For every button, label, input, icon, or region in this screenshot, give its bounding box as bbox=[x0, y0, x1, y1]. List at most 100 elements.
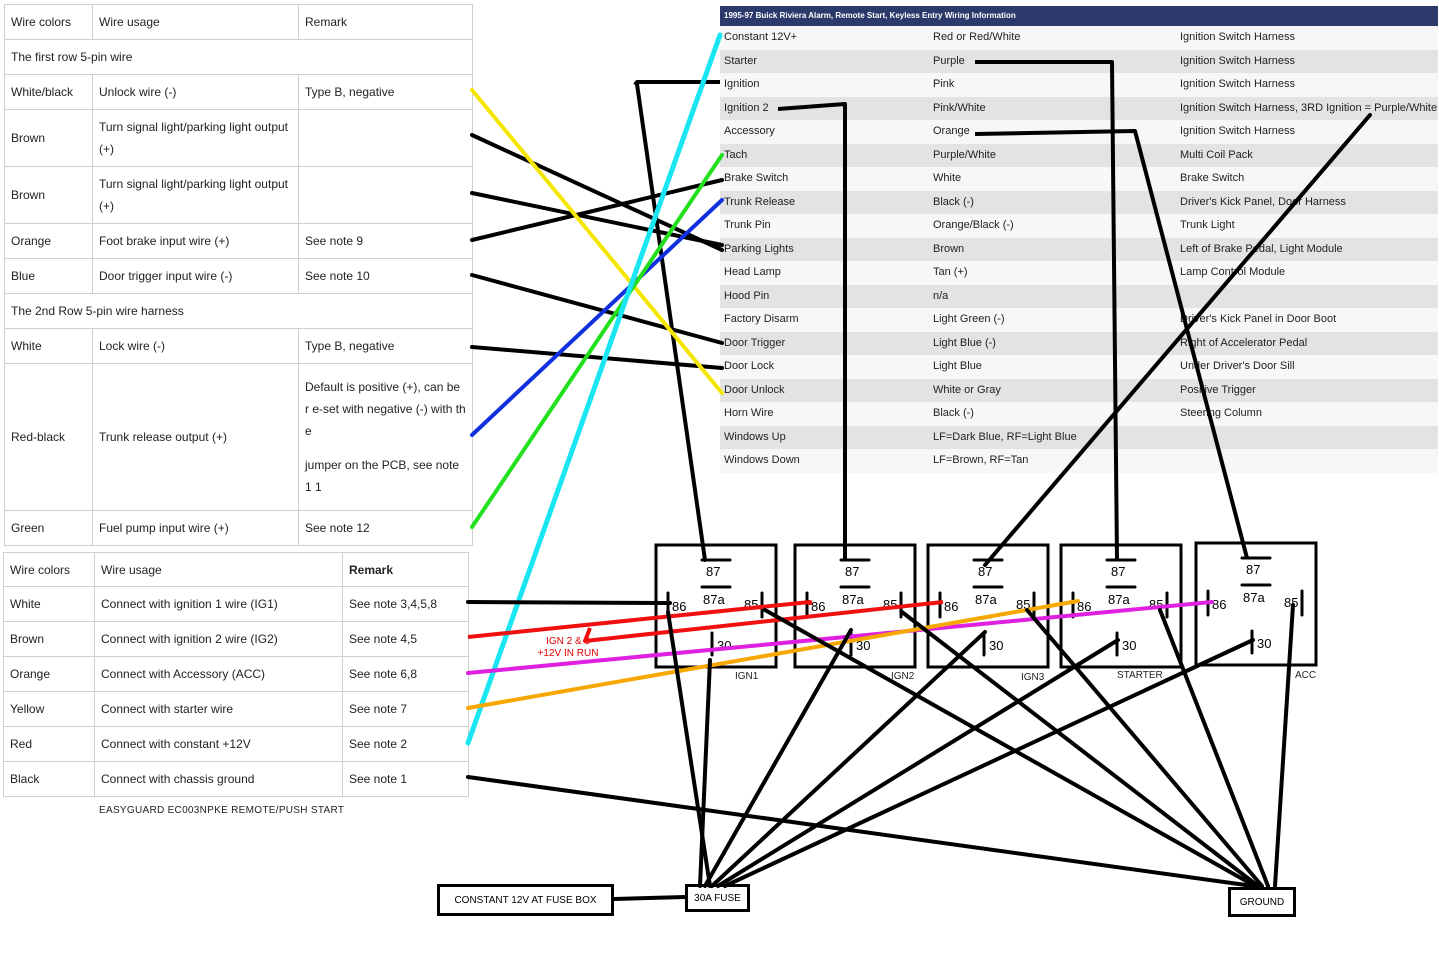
table-row: Blue Door trigger input wire (-) See not… bbox=[4, 258, 473, 294]
buick-cell: Door Lock bbox=[724, 360, 775, 372]
table-row: Green Fuel pump input wire (+) See note … bbox=[4, 510, 473, 546]
ign1-30-fuse bbox=[698, 658, 712, 888]
pin-86-label: 86 bbox=[811, 599, 825, 614]
buick-cell: Constant 12V+ bbox=[724, 31, 798, 43]
relay-label-ign3: IGN3 bbox=[1021, 672, 1045, 683]
ign-note: IGN 2 & 3 +12V IN RUN bbox=[528, 636, 608, 660]
ignition2-to-ign2 bbox=[777, 102, 847, 560]
ground-box: GROUND bbox=[1228, 887, 1296, 917]
buick-cell: Black (-) bbox=[933, 195, 974, 208]
buick-cell: Light Blue (-) bbox=[933, 336, 996, 349]
pin-30-label: 30 bbox=[989, 638, 1003, 653]
ignition-to-ign1 bbox=[635, 82, 707, 562]
red-wire-1 bbox=[467, 600, 812, 639]
cyan-wire bbox=[465, 32, 723, 746]
starter-to-starter-relay bbox=[975, 60, 1119, 561]
ign1-86-fuse bbox=[666, 610, 712, 888]
buick-cell: Ignition Switch Harness bbox=[1180, 78, 1295, 90]
buick-cell: Lamp Control Module bbox=[1180, 266, 1286, 278]
buick-cell: Positive Trigger bbox=[1180, 383, 1256, 396]
buick-cell: Steering Column bbox=[1180, 407, 1262, 419]
buick-cell: Windows Up bbox=[724, 430, 786, 443]
table-row: White/black Unlock wire (-) Type B, nega… bbox=[4, 74, 473, 110]
buick-cell: Multi Coil Pack bbox=[1180, 148, 1253, 161]
ignition-wire bbox=[633, 80, 720, 87]
buick-cell: White bbox=[933, 172, 962, 184]
magenta-wire bbox=[466, 600, 1214, 675]
starter-30-fuse bbox=[716, 638, 1120, 888]
buick-cell: Brown bbox=[933, 242, 965, 255]
buick-cell: Trunk Pin bbox=[724, 219, 771, 231]
pin-87a-label: 87a bbox=[975, 592, 997, 607]
pin-87a-label: 87a bbox=[1243, 590, 1265, 605]
buick-table-row: Hood Pin n/a bbox=[720, 284, 1438, 308]
pin-30-label: 30 bbox=[856, 638, 870, 653]
buick-cell: Purple bbox=[933, 54, 965, 67]
buick-cell: Driver's Kick Panel in Door Boot bbox=[1180, 313, 1337, 325]
pin-87-label: 87 bbox=[1111, 564, 1125, 579]
buick-cell: Starter bbox=[724, 54, 758, 67]
orange-to-brake bbox=[470, 178, 724, 242]
buick-cell: Tach bbox=[724, 148, 748, 161]
pin-87-label: 87 bbox=[706, 564, 720, 579]
constant-to-fuse bbox=[612, 895, 687, 901]
buick-cell: Brake Switch bbox=[1180, 172, 1245, 184]
pin-87a-label: 87a bbox=[703, 592, 725, 607]
pin-87a-label: 87a bbox=[1108, 592, 1130, 607]
buick-cell: Right of Accelerator Pedal bbox=[1180, 336, 1308, 349]
ign2-85-ground bbox=[900, 610, 1260, 888]
brown-to-parking bbox=[470, 133, 724, 252]
buick-table-row: Windows Up LF=Dark Blue, RF=Light Blue bbox=[720, 425, 1438, 449]
table-row: Orange Foot brake input wire (+) See not… bbox=[4, 223, 473, 259]
ign-note-line-1: IGN 2 & 3 bbox=[546, 636, 590, 647]
buick-cell: White or Gray bbox=[933, 383, 1001, 396]
buick-cell: Ignition Switch Harness bbox=[1180, 54, 1295, 67]
remark-text-b: jumper on the PCB, see note 1 1 bbox=[305, 458, 460, 494]
buick-cell: Head Lamp bbox=[724, 266, 781, 278]
pin-86-label: 86 bbox=[944, 599, 958, 614]
buick-cell: LF=Dark Blue, RF=Light Blue bbox=[933, 430, 1077, 443]
pin-87-label: 87 bbox=[978, 564, 992, 579]
buick-table-row: Brake Switch White Brake Switch bbox=[720, 167, 1438, 191]
buick-cell: Brake Switch bbox=[724, 172, 789, 184]
pin-87-label: 87 bbox=[845, 564, 859, 579]
buick-cell: Orange/Black (-) bbox=[933, 219, 1014, 231]
header-wire-usage: Wire usage bbox=[92, 4, 299, 40]
red-wire-2 bbox=[583, 600, 944, 643]
buick-table-row: Door Trigger Light Blue (-) Right of Accel… bbox=[720, 331, 1438, 355]
remark-text-a: Default is positive (+), can be r e-set … bbox=[305, 380, 466, 438]
buick-cell: Hood Pin bbox=[724, 289, 770, 302]
buick-cell: Orange bbox=[933, 125, 970, 137]
buick-cell: Black (-) bbox=[933, 407, 974, 419]
blue-to-door-trigger bbox=[470, 273, 724, 345]
tach-line-to-ign3 bbox=[983, 113, 1372, 567]
relay-label-starter: STARTER bbox=[1117, 670, 1163, 681]
buick-cell: Pink bbox=[933, 78, 955, 90]
ign3-85-ground bbox=[1025, 608, 1264, 888]
buick-cell: Ignition Switch Harness bbox=[1180, 31, 1295, 43]
buick-cell: Left of Brake Pedal, Light Module bbox=[1180, 242, 1343, 255]
buick-cell: Under Driver's Door Sill bbox=[1180, 360, 1295, 372]
table-row: Brown Turn signal light/parking light ou… bbox=[4, 109, 473, 167]
buick-cell: n/a bbox=[933, 289, 949, 302]
buick-cell: Accessory bbox=[724, 125, 775, 137]
pin-86-label: 86 bbox=[1077, 599, 1091, 614]
buick-cell: Driver's Kick Panel, Door Harness bbox=[1180, 195, 1346, 208]
ign-note-line-2: +12V IN RUN bbox=[537, 648, 599, 659]
buick-cell: Light Blue bbox=[933, 360, 982, 372]
buick-cell: LF=Brown, RF=Tan bbox=[933, 454, 1029, 466]
acc-30-fuse bbox=[723, 638, 1255, 888]
pin-86-label: 86 bbox=[672, 599, 686, 614]
relay-label-acc: ACC bbox=[1295, 670, 1317, 681]
section-first-row: The first row 5-pin wire bbox=[4, 39, 473, 75]
buick-table-row: Door Lock Light Blue Under Driver's Door S… bbox=[720, 355, 1438, 379]
buick-cell: Door Trigger bbox=[724, 336, 786, 349]
